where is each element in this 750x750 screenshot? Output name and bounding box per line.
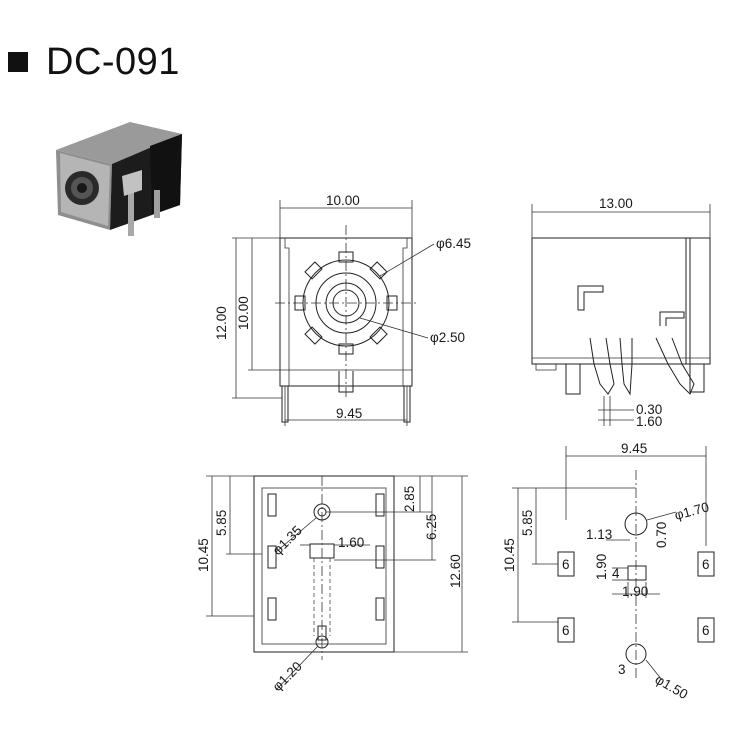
pcb-dim-c: 1.13 <box>586 527 612 542</box>
pcb-width-dim: 9.45 <box>621 441 647 456</box>
side-pin-pitch-dim: 1.60 <box>636 414 662 429</box>
pin-diameter-dim: φ2.50 <box>430 330 465 345</box>
front-width-dim: 10.00 <box>326 193 360 208</box>
front-height-outer-dim: 12.00 <box>214 306 229 340</box>
title-bullet-icon <box>8 52 28 72</box>
layout-dim-c: 2.85 <box>402 486 417 512</box>
outer-diameter-dim: φ6.45 <box>436 236 471 251</box>
layout-dim-b: 5.85 <box>214 510 229 536</box>
pad-label-4: 4 <box>612 566 620 581</box>
side-length-dim: 13.00 <box>599 196 633 211</box>
product-photo <box>56 122 182 236</box>
layout-hole-b-dim: φ1.20 <box>270 659 305 694</box>
layout-dim-a: 10.45 <box>196 538 211 572</box>
front-height-inner-dim: 10.00 <box>236 296 251 330</box>
pcb-hole-small-dim: φ1.50 <box>653 672 691 703</box>
layout-view <box>206 475 468 691</box>
pad-label-6-bottom-left: 6 <box>562 623 570 638</box>
pcb-dim-d: 1.90 <box>594 554 609 580</box>
layout-dim-d: 6.25 <box>424 514 439 540</box>
pad-label-3: 3 <box>618 662 626 677</box>
pin-spacing-dim: 9.45 <box>336 406 362 421</box>
side-pin-width-dim: 0.30 <box>636 402 662 417</box>
title-block: DC-091 <box>8 38 180 86</box>
pcb-hole-large-dim: φ1.70 <box>673 499 711 523</box>
front-view <box>232 200 435 426</box>
pad-label-6-left: 6 <box>562 557 570 572</box>
layout-dim-e: 12.60 <box>448 554 463 588</box>
pad-label-6-right: 6 <box>702 557 710 572</box>
pcb-dim-f: 1.90 <box>622 584 648 599</box>
layout-dim-f: 1.60 <box>338 535 364 550</box>
side-view <box>531 204 711 426</box>
layout-hole-a-dim: φ1.35 <box>270 523 305 558</box>
pcb-dim-b: 5.85 <box>520 510 535 536</box>
pad-label-6-bottom-right: 6 <box>702 623 710 638</box>
page-title: DC-091 <box>46 40 180 83</box>
pcb-view <box>512 446 715 681</box>
pcb-dim-a: 10.45 <box>502 538 517 572</box>
pcb-dim-e: 0.70 <box>654 522 669 548</box>
